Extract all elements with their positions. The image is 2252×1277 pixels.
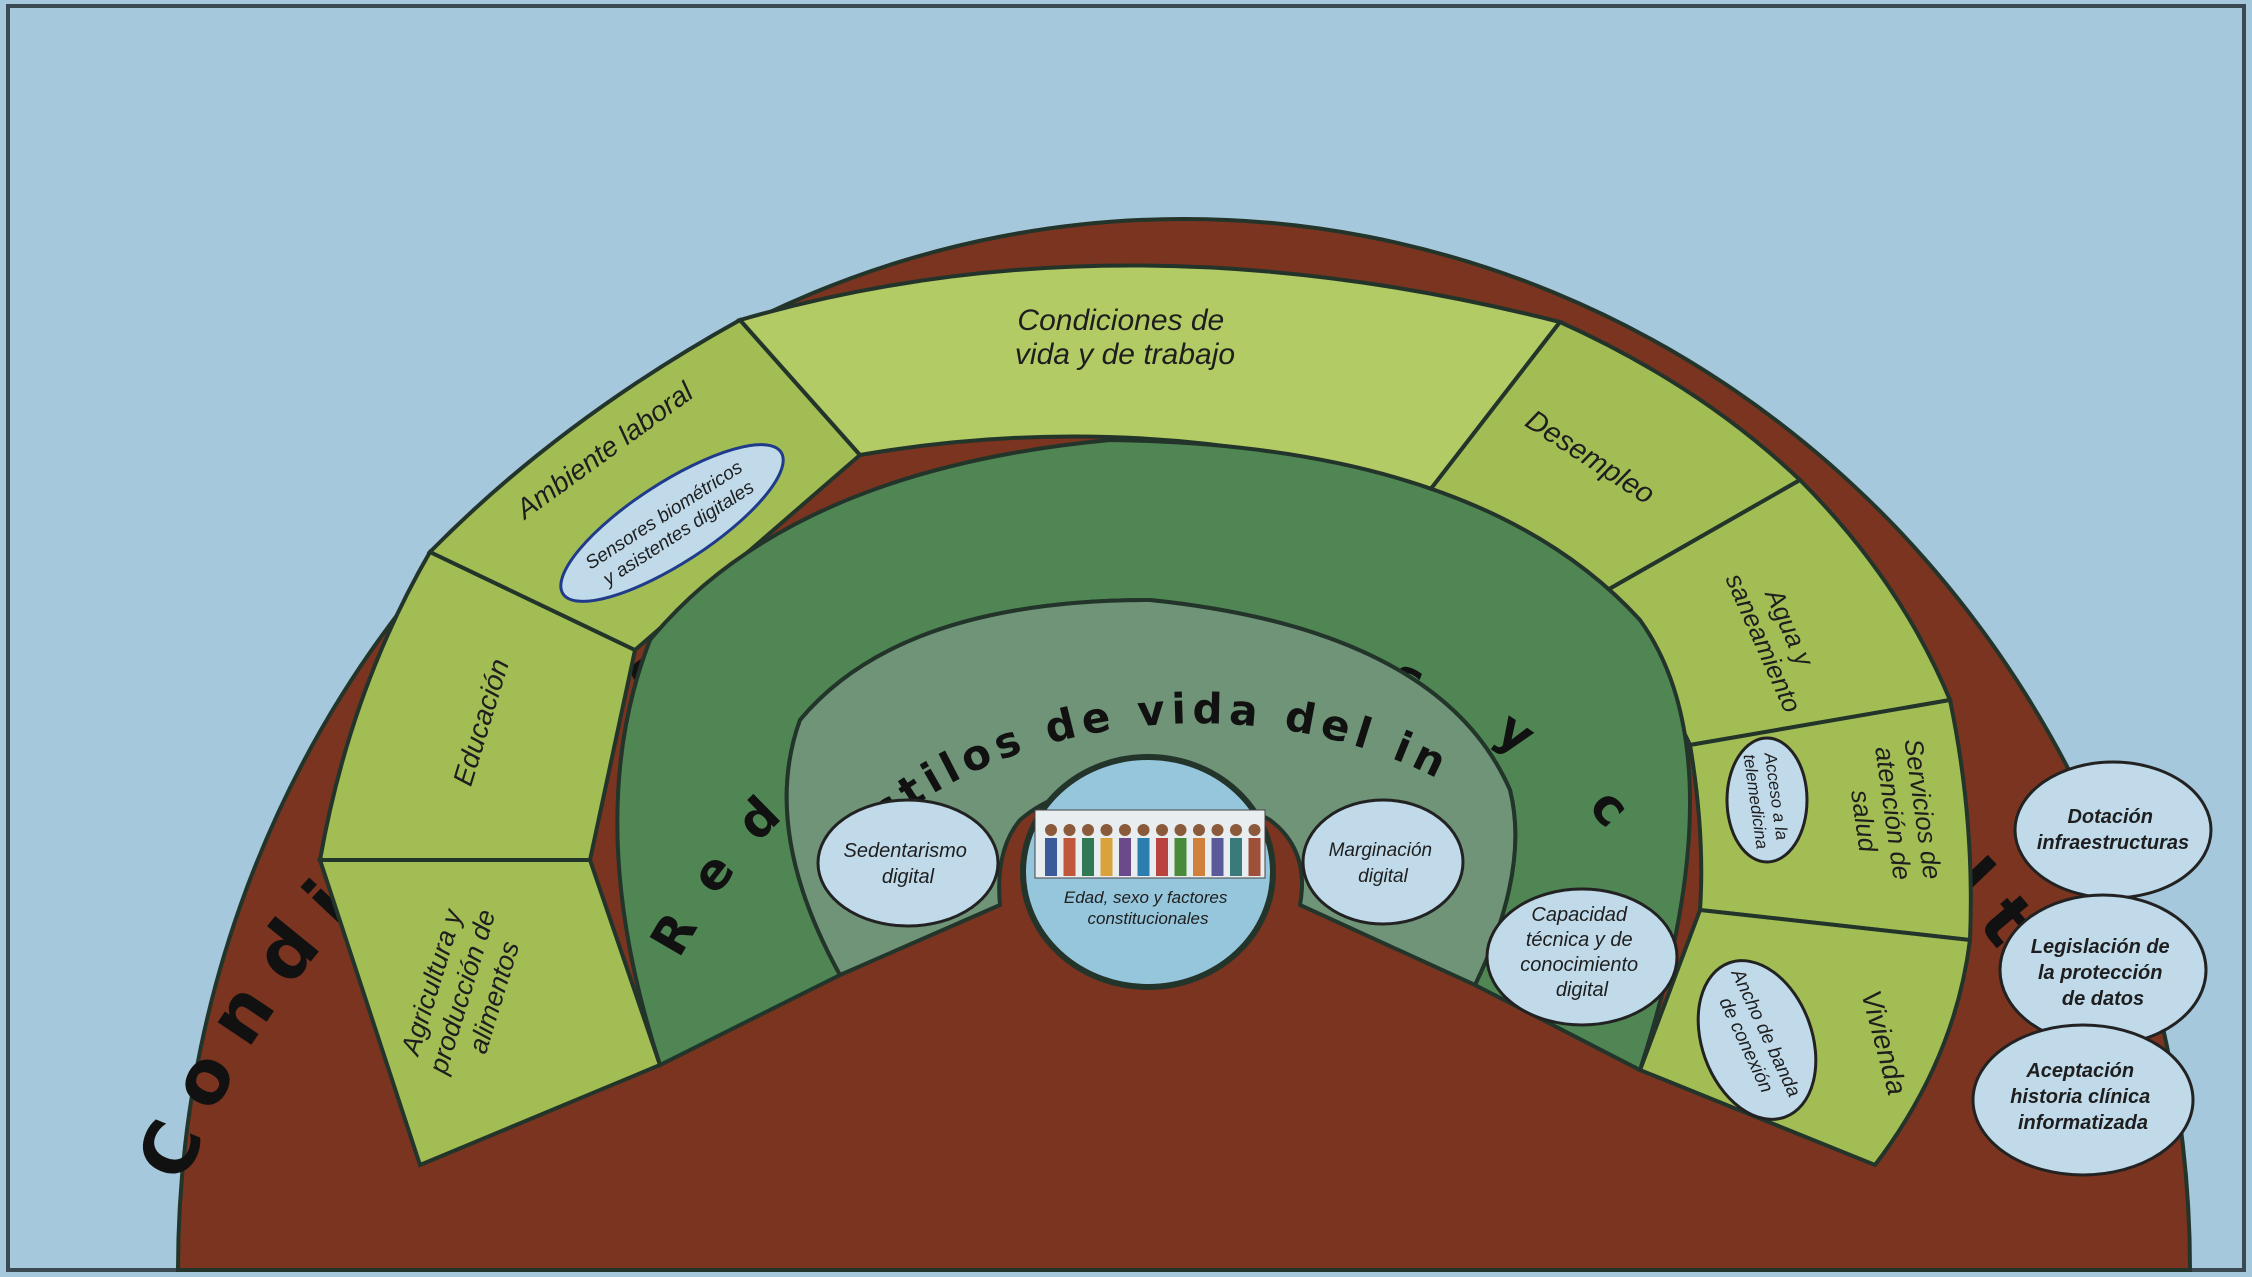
dotacion-label: Dotación infraestructuras bbox=[2037, 806, 2189, 854]
marginacion-label: Marginación digital bbox=[1329, 840, 1438, 887]
sedentarismo-label: Sedentarismo digital bbox=[844, 840, 973, 888]
person-figure bbox=[1156, 838, 1168, 876]
legislacion-line-3: de datos bbox=[2062, 988, 2144, 1010]
oval-dotacion: Dotación infraestructuras bbox=[2013, 760, 2213, 900]
capacidad-label: Capacidad técnica y de conocimiento digi… bbox=[1520, 904, 1643, 1001]
person-head bbox=[1248, 824, 1261, 836]
person-figure bbox=[1082, 838, 1094, 876]
person-head bbox=[1193, 824, 1205, 836]
person-figure bbox=[1063, 838, 1076, 876]
person-figure bbox=[1230, 838, 1242, 876]
person-head bbox=[1045, 824, 1057, 836]
person-figure bbox=[1100, 838, 1113, 876]
sedentarismo-line-1: Sedentarismo bbox=[844, 840, 967, 862]
aceptacion-label: Aceptación historia clínica informatizad… bbox=[2010, 1060, 2156, 1134]
capacidad-line-1: Capacidad bbox=[1531, 904, 1628, 926]
person-head bbox=[1211, 824, 1224, 836]
person-figure bbox=[1137, 838, 1150, 876]
segment-label-condiciones-vida: Condiciones de vida y de trabajo bbox=[1015, 304, 1235, 371]
oval-capacidad: Capacidad técnica y de conocimiento digi… bbox=[1485, 887, 1679, 1027]
person-figure bbox=[1119, 838, 1131, 876]
aceptacion-line-2: historia clínica bbox=[2010, 1086, 2150, 1108]
person-figure bbox=[1193, 838, 1205, 876]
dotacion-line-1: Dotación bbox=[2067, 806, 2153, 828]
person-head bbox=[1156, 824, 1168, 836]
legislacion-label: Legislación de la protección de datos bbox=[2031, 936, 2176, 1010]
legislacion-line-2: la protección bbox=[2038, 962, 2162, 984]
person-figure bbox=[1248, 838, 1261, 876]
person-head bbox=[1137, 824, 1150, 836]
oval-telemedicina: Acceso a la telemedicina bbox=[1725, 736, 1809, 864]
person-head bbox=[1174, 824, 1187, 836]
core-label-line-2: constitucionales bbox=[1088, 909, 1209, 928]
capacidad-line-4: digital bbox=[1556, 979, 1609, 1001]
person-head bbox=[1100, 824, 1113, 836]
segment-ambiente-laboral bbox=[426, 317, 863, 653]
condiciones-line-1: Condiciones de bbox=[1017, 304, 1224, 337]
person-head bbox=[1063, 824, 1076, 836]
core-label: Edad, sexo y factores constitucionales bbox=[1064, 888, 1232, 928]
legislacion-line-1: Legislación de bbox=[2031, 936, 2170, 958]
marginacion-line-1: Marginación bbox=[1329, 840, 1433, 861]
person-head bbox=[1230, 824, 1242, 836]
marginacion-line-2: digital bbox=[1358, 866, 1408, 887]
dotacion-line-2: infraestructuras bbox=[2037, 832, 2189, 854]
oval-ancho-banda: Ancho de banda de conexión bbox=[1696, 959, 1818, 1121]
person-figure bbox=[1174, 838, 1187, 876]
sedentarismo-line-2: digital bbox=[882, 866, 935, 888]
aceptacion-line-1: Aceptación bbox=[2025, 1060, 2134, 1082]
person-figure bbox=[1045, 838, 1057, 876]
condiciones-line-2: vida y de trabajo bbox=[1015, 338, 1235, 371]
oval-legislacion: Legislación de la protección de datos bbox=[1998, 893, 2208, 1047]
people-group-illustration bbox=[1034, 809, 1266, 879]
oval-marginacion: Marginación digital bbox=[1301, 798, 1465, 926]
oval-aceptacion: Aceptación historia clínica informatizad… bbox=[1971, 1023, 2195, 1177]
capacidad-line-2: técnica y de bbox=[1526, 929, 1633, 951]
capacidad-line-3: conocimiento bbox=[1520, 954, 1638, 976]
aceptacion-line-3: informatizada bbox=[2018, 1112, 2148, 1134]
person-head bbox=[1119, 824, 1131, 836]
core-label-line-1: Edad, sexo y factores bbox=[1064, 888, 1228, 907]
person-figure bbox=[1211, 838, 1224, 876]
person-head bbox=[1082, 824, 1094, 836]
oval-sedentarismo: Sedentarismo digital bbox=[816, 798, 1000, 928]
